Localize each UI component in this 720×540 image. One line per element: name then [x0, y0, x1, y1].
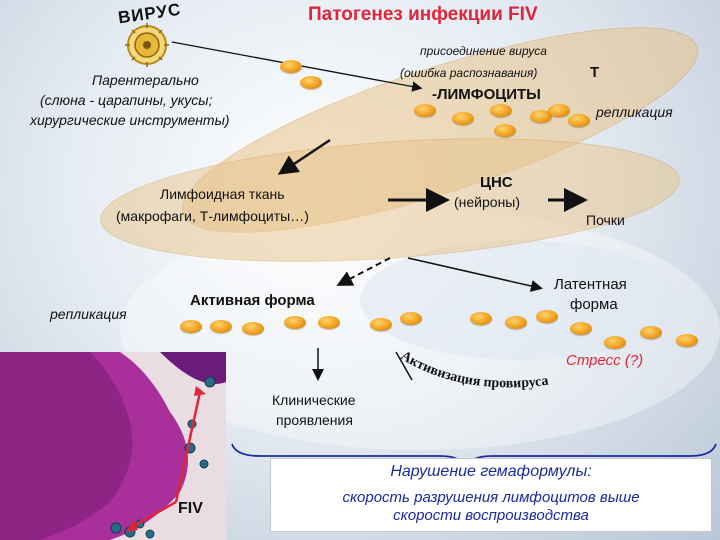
cell: [414, 104, 436, 117]
lymphoid-line2: (макрофаги, Т-лимфоциты…): [116, 208, 309, 224]
cell: [530, 110, 552, 123]
cell: [370, 318, 392, 331]
arrow-to-latent: [407, 257, 543, 292]
clinical-line1: Клинические: [272, 392, 356, 408]
cell: [210, 320, 232, 333]
cell: [536, 310, 558, 323]
cell: [318, 316, 340, 329]
lymphoid-line1: Лимфоидная ткань: [160, 186, 285, 202]
attach-line2: (ошибка распознавания): [400, 66, 538, 80]
replication-top: репликация: [596, 104, 673, 120]
latent-line1: Латентная: [554, 276, 627, 293]
cell: [452, 112, 474, 125]
cell: [640, 326, 662, 339]
cns-line2: (нейроны): [454, 194, 521, 210]
replication-left: репликация: [50, 306, 127, 322]
cell: [180, 320, 202, 333]
page-title: Патогенез инфекции FIV: [308, 4, 538, 25]
fiv-label: FIV: [178, 500, 203, 517]
micrograph-image: [0, 352, 226, 540]
cell: [505, 316, 527, 329]
arrow-to-active: [395, 351, 413, 381]
cell: [676, 334, 698, 347]
cell: [568, 114, 590, 127]
clinical-line2: проявления: [276, 412, 353, 428]
summary-line2: скорость разрушения лимфоцитов выше: [342, 489, 640, 506]
active-form-label: Активная форма: [190, 292, 315, 309]
summary-box: Нарушение гемаформулы: скорость разрушен…: [270, 458, 712, 532]
cell: [494, 124, 516, 137]
parenteral-line2: (слюна - царапины, укусы;: [40, 92, 213, 108]
cell: [490, 104, 512, 117]
summary-line1: Нарушение гемаформулы:: [390, 463, 592, 480]
latent-line2: форма: [570, 296, 618, 313]
parenteral-line3: хирургические инструменты): [30, 112, 230, 128]
cell: [470, 312, 492, 325]
virus-emblem-icon: [125, 23, 169, 67]
cell: [548, 104, 570, 117]
cell: [604, 336, 626, 349]
attach-line1: присоединение вируса: [420, 44, 547, 58]
lymphocytes-label: -ЛИМФОЦИТЫ: [432, 86, 541, 103]
stress-label: Стресс (?): [566, 352, 644, 369]
summary-line3: скорости воспроизводства: [393, 507, 589, 524]
parenteral-line1: Парентерально: [92, 72, 199, 88]
cell: [570, 322, 592, 335]
arrow-to-lymphoid: [277, 138, 331, 175]
cell: [284, 316, 306, 329]
t-letter: Т: [590, 64, 600, 81]
cell: [280, 60, 302, 73]
cell: [300, 76, 322, 89]
cell: [400, 312, 422, 325]
cns-line1: ЦНС: [480, 174, 513, 191]
cell: [242, 322, 264, 335]
kidneys-label: Почки: [586, 212, 625, 228]
arrow-dashed-left: [336, 257, 391, 286]
activation-arc: Активизация провируса: [398, 349, 549, 392]
